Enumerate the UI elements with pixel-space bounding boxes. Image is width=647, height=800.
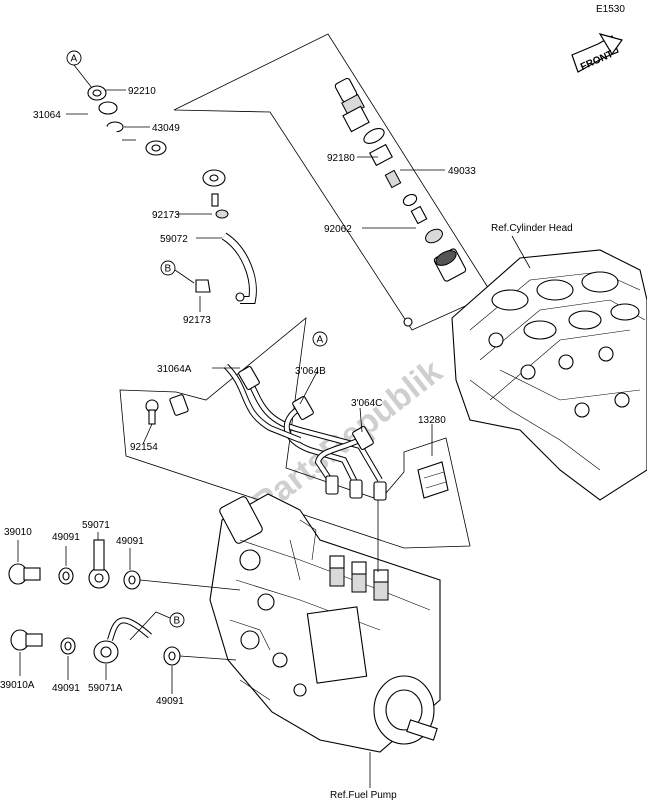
bolt-39010 [8, 563, 41, 585]
diagram-code: E1530 [596, 4, 625, 15]
label-92154: 92154 [130, 442, 158, 453]
label-92062: 92062 [324, 224, 352, 235]
return-hose [195, 232, 257, 304]
label-49091-c: 49091 [52, 683, 80, 694]
injector-bracket-outline [173, 33, 493, 331]
bolt-39010a [10, 629, 43, 651]
label-39010a: 39010A [0, 680, 35, 691]
callout-a-top: A [66, 50, 82, 66]
front-arrow-icon: FRONT [571, 33, 623, 73]
injection-pipes [145, 363, 387, 501]
label-31064a: 31064A [157, 364, 192, 375]
pipe-group-outline [119, 317, 471, 549]
svg-text:B: B [165, 264, 172, 275]
watermark: PartsRepublik [246, 352, 450, 523]
label-92210: 92210 [128, 86, 156, 97]
svg-text:A: A [71, 54, 78, 65]
label-31064: 31064 [33, 110, 61, 121]
label-49091-d: 49091 [156, 696, 184, 707]
label-49033: 49033 [448, 166, 476, 177]
label-31064c: 3'064C [351, 398, 382, 409]
pipe-clamp [417, 461, 449, 499]
ref-fuel-pump: Ref.Fuel Pump [330, 790, 397, 800]
label-92173-top: 92173 [152, 210, 180, 221]
label-59071a: 59071A [88, 683, 123, 694]
label-92180: 92180 [327, 153, 355, 164]
svg-text:B: B [174, 616, 181, 627]
label-92173-bottom: 92173 [183, 315, 211, 326]
label-13280: 13280 [418, 415, 446, 426]
callout-b-top: B [160, 260, 176, 276]
callout-b-bottom: B [169, 612, 185, 628]
label-59072: 59072 [160, 234, 188, 245]
label-49091-a: 49091 [52, 532, 80, 543]
callout-a-mid: A [312, 331, 328, 347]
label-31064b: 3'064B [295, 366, 326, 377]
ref-cylinder-head: Ref.Cylinder Head [491, 223, 573, 234]
svg-text:A: A [317, 335, 324, 346]
label-49091-b: 49091 [116, 536, 144, 547]
label-39010: 39010 [4, 527, 32, 538]
cylinder-head [451, 249, 647, 501]
label-43049: 43049 [152, 123, 180, 134]
injector-nozzle [334, 77, 467, 327]
banjo-59071 [88, 539, 110, 589]
banjo-59071a [93, 617, 152, 664]
fuel-injection-pump [209, 493, 441, 753]
label-59071: 59071 [82, 520, 110, 531]
leak-off-pipe [78, 85, 229, 219]
